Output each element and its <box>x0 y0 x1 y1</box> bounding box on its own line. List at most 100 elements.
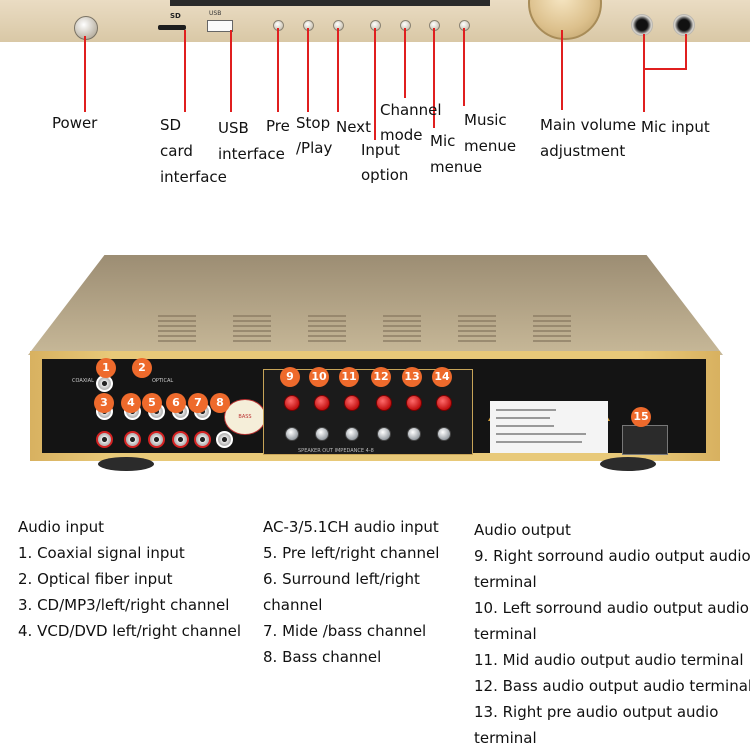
rca-dvd-right <box>124 431 141 448</box>
badge-2: 2 <box>132 358 152 378</box>
terminal-13-red <box>406 395 422 411</box>
foot-left <box>98 457 154 471</box>
label-music-1: Music <box>464 111 507 129</box>
legend-item: 4. VCD/DVD left/right channel <box>18 622 242 640</box>
terminal-9-red <box>284 395 300 411</box>
label-input-1: Input <box>361 141 400 159</box>
label-sd-2: card <box>160 142 193 160</box>
legend-audio-output: Audio output 9. Right sorround audio out… <box>474 517 750 751</box>
legend-ac3: AC-3/5.1CH audio input 5. Pre left/right… <box>263 514 439 670</box>
leader-sd <box>184 30 186 112</box>
sd-card-slot <box>158 25 186 30</box>
legend-item: 11. Mid audio output audio terminal <box>474 651 744 669</box>
usb-logo: USB <box>209 10 222 17</box>
mic-jack-1 <box>631 14 653 36</box>
label-music-2: menue <box>464 137 517 155</box>
label-stop-2: /Play <box>296 139 333 157</box>
badge-13: 13 <box>402 367 422 387</box>
coaxial-caption: COAXIAL <box>72 378 94 384</box>
label-power: Power <box>52 114 98 132</box>
label-sd-3: interface <box>160 168 227 186</box>
mic-jack-2 <box>673 14 695 36</box>
legend-item: 8. Bass channel <box>263 648 382 666</box>
label-mic-menue-1: Mic <box>430 132 456 150</box>
badge-6: 6 <box>166 393 186 413</box>
label-usb-1: USB <box>218 119 249 137</box>
badge-1: 1 <box>96 358 116 378</box>
amplifier-rear-panel: COAXIAL OPTICAL BASS SPEAKER OUT IMPEDAN… <box>28 255 723 471</box>
legend-item: 7. Mide /bass channel <box>263 622 427 640</box>
badge-14: 14 <box>432 367 452 387</box>
power-socket <box>622 425 668 455</box>
terminal-10-red <box>314 395 330 411</box>
badge-9: 9 <box>280 367 300 387</box>
label-volume-2: adjustment <box>540 142 626 160</box>
terminal-13-black <box>407 427 421 441</box>
legend-audio-input: Audio input 1. Coaxial signal input 2. O… <box>18 514 241 644</box>
speaker-out-caption: SPEAKER OUT IMPEDANCE 4-8 <box>298 448 374 454</box>
label-channel-2: mode <box>380 126 423 144</box>
leader-power <box>84 36 86 112</box>
label-next: Next <box>336 118 371 136</box>
vent-4 <box>383 315 421 343</box>
label-input-2: option <box>361 166 409 184</box>
badge-11: 11 <box>339 367 359 387</box>
terminal-14-red <box>436 395 452 411</box>
badge-7: 7 <box>188 393 208 413</box>
leader-input <box>374 28 376 140</box>
legend-item: terminal <box>474 625 537 643</box>
legend-audio-output-title: Audio output <box>474 521 571 539</box>
front-display-strip <box>170 0 490 6</box>
legend-item: channel <box>263 596 323 614</box>
badge-10: 10 <box>309 367 329 387</box>
legend-item: 1. Coaxial signal input <box>18 544 185 562</box>
legend-item: 2. Optical fiber input <box>18 570 173 588</box>
foot-right <box>600 457 656 471</box>
main-volume-knob <box>528 0 602 40</box>
optical-caption: OPTICAL <box>152 378 174 384</box>
legend-item: 9. Right sorround audio output audio <box>474 547 750 565</box>
legend-item: terminal <box>474 573 537 591</box>
leader-mic-input-a <box>643 34 645 112</box>
legend-audio-input-title: Audio input <box>18 518 104 536</box>
badge-12: 12 <box>371 367 391 387</box>
terminal-12-black <box>377 427 391 441</box>
legend-item: 10. Left sorround audio output audio <box>474 599 749 617</box>
leader-next <box>337 28 339 112</box>
vent-3 <box>308 315 346 343</box>
legend-item: terminal <box>474 729 537 747</box>
leader-music <box>463 28 465 106</box>
badge-15: 15 <box>631 407 651 427</box>
vent-6 <box>533 315 571 343</box>
label-stop-1: Stop <box>296 114 331 132</box>
terminal-11-red <box>344 395 360 411</box>
terminal-14-black <box>437 427 451 441</box>
legend-item: 5. Pre left/right channel <box>263 544 440 562</box>
leader-volume <box>561 30 563 110</box>
legend-ac3-title: AC-3/5.1CH audio input <box>263 518 439 536</box>
terminal-10-black <box>315 427 329 441</box>
power-button <box>74 16 98 40</box>
bass-tag: BASS <box>224 399 266 435</box>
leader-channel <box>404 28 406 98</box>
leader-mic-input-b <box>685 34 687 70</box>
terminal-11-black <box>345 427 359 441</box>
vent-5 <box>458 315 496 343</box>
chassis-top <box>28 255 723 355</box>
leader-stop <box>307 28 309 112</box>
rca-cd-right <box>96 431 113 448</box>
vent-2 <box>233 315 271 343</box>
label-usb-2: interface <box>218 145 285 163</box>
rca-bass <box>216 431 233 448</box>
usb-port <box>207 20 233 32</box>
label-mic-input: Mic input <box>641 118 710 136</box>
legend-item: 13. Right pre audio output audio <box>474 703 719 721</box>
terminal-12-red <box>376 395 392 411</box>
rca-surround-right <box>172 431 189 448</box>
rca-pre-right <box>148 431 165 448</box>
badge-5: 5 <box>142 393 162 413</box>
badge-3: 3 <box>94 393 114 413</box>
spec-sticker <box>490 401 608 453</box>
leader-pre <box>277 28 279 112</box>
sd-logo: SD <box>170 12 181 20</box>
